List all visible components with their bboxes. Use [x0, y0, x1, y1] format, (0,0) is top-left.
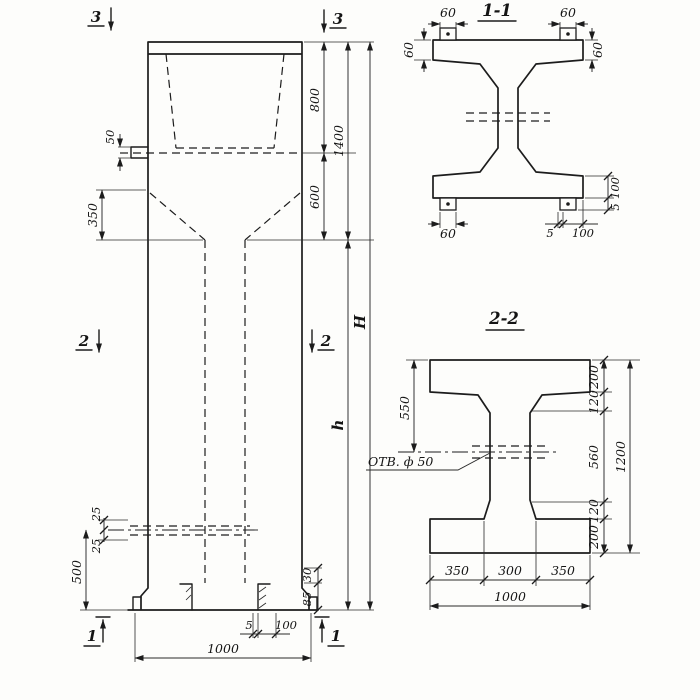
dim-22-1000: 1000	[494, 589, 526, 604]
dim-22-200-bottom: 200	[586, 525, 601, 550]
cut-label-2-right: 2	[320, 332, 331, 350]
section-2-2: 2-2 550 200 120 560 120 200 1200 ОТВ. ф …	[366, 309, 640, 610]
dim-taperzone-600: 600	[307, 185, 322, 209]
dim-22-120-top: 120	[586, 390, 601, 414]
dim-22-1200: 1200	[613, 441, 628, 473]
cut-label-3-right: 3	[333, 10, 343, 28]
dim-22-300: 300	[498, 563, 522, 578]
dim-base-1000: 1000	[207, 641, 239, 656]
elevation-extension-lines	[80, 41, 374, 662]
elevation-dimension-lines	[83, 41, 373, 661]
section-2-2-dimension-lines	[366, 355, 640, 610]
column-outline	[127, 41, 319, 611]
cut-label-1-left: 1	[87, 627, 97, 645]
dim-11-60-side-left: 60	[401, 42, 416, 58]
cut-label-1-right: 1	[331, 627, 341, 645]
section-2-2-outline	[398, 359, 591, 554]
dim-ledge-50: 50	[103, 130, 117, 145]
section-markers	[75, 7, 347, 647]
dim-22-200-top: 200	[586, 365, 601, 390]
section-2-2-title: 2-2	[488, 309, 519, 328]
dim-11-60-side-right: 60	[590, 42, 605, 58]
dim-22-350-right: 350	[551, 563, 575, 578]
dim-22-550: 550	[397, 396, 412, 420]
dim-hole-25-upper: 25	[89, 507, 103, 523]
dim-taper-350: 350	[85, 203, 100, 227]
dim-11-5-bottom: 5	[546, 226, 553, 240]
section-1-1-anchor-plates	[439, 27, 577, 211]
dim-11-100-right: 100	[608, 177, 622, 199]
dim-11-60-top-left: 60	[440, 5, 456, 20]
dim-11-5-right: 5	[608, 203, 622, 210]
dim-foot-30: 30	[300, 568, 314, 583]
cut-label-3-left: 3	[91, 8, 101, 26]
elevation-view: 3 3 2 2 1 1 50 350 800 600 1400 H h 25 2…	[69, 7, 374, 662]
section-1-1-dimension-lines	[414, 21, 614, 229]
dim-total-H: H	[351, 314, 369, 330]
dim-11-60-bottom-left: 60	[440, 226, 456, 241]
dim-22-120-bottom: 120	[586, 499, 601, 523]
section-1-1: 1-1	[401, 1, 622, 241]
dim-angle-100: 100	[275, 618, 297, 632]
cut-label-2-left: 2	[78, 332, 89, 350]
dim-hole-25-lower: 25	[89, 539, 103, 555]
dim-cap-800: 800	[307, 88, 322, 112]
section-1-1-outline	[432, 39, 584, 199]
dim-shaft-h: h	[329, 420, 347, 431]
hole-note-label: ОТВ. ф 50	[368, 454, 433, 469]
dim-22-350-left: 350	[445, 563, 469, 578]
dim-cap-1400: 1400	[331, 125, 346, 157]
dim-base-500: 500	[69, 560, 84, 584]
dim-angle-5: 5	[245, 618, 252, 632]
dim-22-560: 560	[586, 445, 601, 469]
dim-11-60-top-right: 60	[560, 5, 576, 20]
section-1-1-title: 1-1	[482, 1, 512, 20]
dim-foot-85: 85	[300, 592, 314, 607]
column-hidden-lines	[120, 53, 302, 583]
dim-11-100-bottom: 100	[572, 226, 594, 240]
